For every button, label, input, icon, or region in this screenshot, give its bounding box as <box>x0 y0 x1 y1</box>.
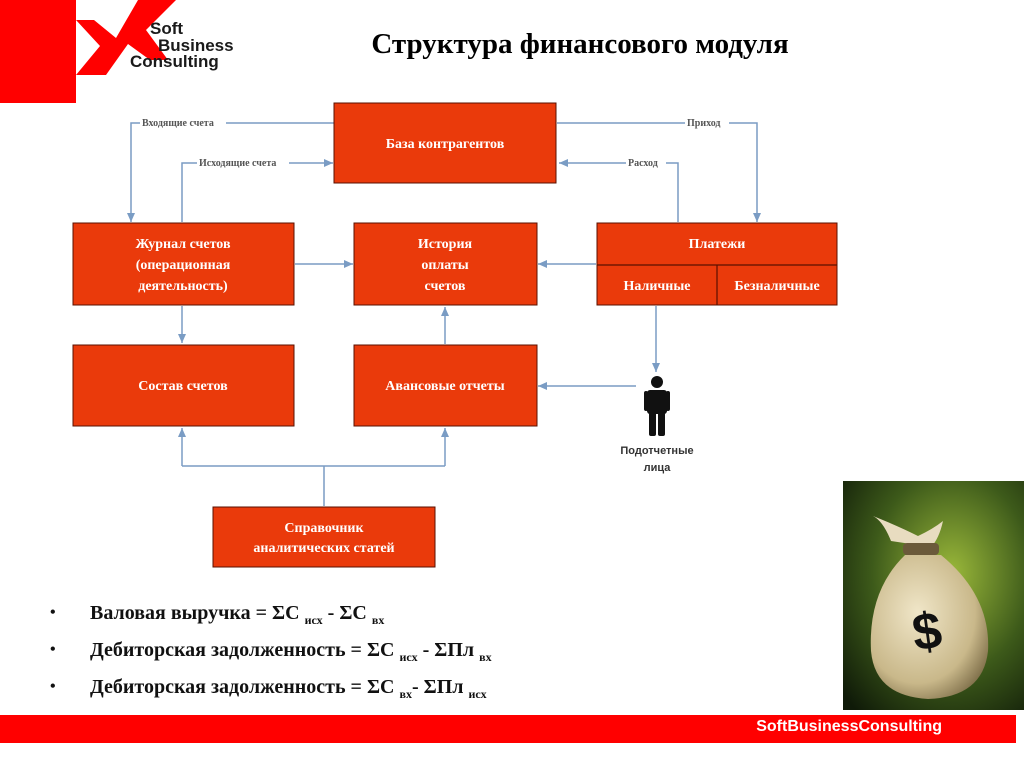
node-label-noncash: Безналичные <box>734 279 819 294</box>
formula-sub: вх <box>399 687 412 701</box>
edge-label-expense: Расход <box>628 158 658 169</box>
node-label-advance: Авансовые отчеты <box>385 379 504 394</box>
formula-text: Валовая выручка = ΣС <box>90 602 305 624</box>
node-label-reference-2: аналитических статей <box>253 541 394 556</box>
logo-text-soft: Soft <box>150 19 184 38</box>
logo-arrow-icon <box>76 0 176 75</box>
edge-income <box>557 122 761 222</box>
edge-label-income: Приход <box>687 118 721 129</box>
node-label-journal-1: Журнал счетов <box>135 237 230 252</box>
bullet-icon: • <box>50 678 56 695</box>
edge-expense <box>559 159 679 222</box>
node-label-history-1: История <box>418 237 473 252</box>
node-label-cash: Наличные <box>623 279 690 294</box>
formula-text: - ΣПл <box>417 639 480 661</box>
finance-module-diagram: Входящие счета Исходящие счета Приход Ра… <box>72 102 838 568</box>
formula-item: • Дебиторская задолженность = ΣС исх - Σ… <box>50 635 750 672</box>
formula-item: • Дебиторская задолженность = ΣС вх- ΣПл… <box>50 672 750 709</box>
formula-item: • Валовая выручка = ΣС исх - ΣС вх <box>50 598 750 635</box>
formula-sub: исх <box>304 613 323 627</box>
node-analytics-reference <box>212 506 436 568</box>
formula-sub: исх <box>468 687 487 701</box>
footer-brand: SoftBusinessConsulting <box>756 718 942 735</box>
edge-reference-bus <box>182 465 445 506</box>
node-label-payments: Платежи <box>689 237 746 252</box>
money-bag-icon: $ <box>843 481 1024 710</box>
formula-list: • Валовая выручка = ΣС исх - ΣС вх • Деб… <box>50 598 750 709</box>
node-label-accountable-2: лица <box>644 462 672 474</box>
node-advance-reports <box>353 344 538 427</box>
node-label-history-3: счетов <box>425 279 466 294</box>
footer-bar: SoftBusinessConsulting <box>0 715 1016 743</box>
money-bag-image: $ <box>843 481 1024 710</box>
node-label-composition: Состав счетов <box>138 379 228 394</box>
person-icon <box>644 376 670 436</box>
company-logo: Soft Business Consulting <box>76 0 246 75</box>
node-invoice-composition <box>72 344 295 427</box>
node-label-base: База контрагентов <box>386 137 505 152</box>
edge-label-outgoing: Исходящие счета <box>199 158 276 169</box>
node-label-history-2: оплаты <box>421 258 468 273</box>
formula-text: - ΣПл <box>411 676 469 698</box>
node-label-journal-3: деятельность) <box>138 279 228 294</box>
bullet-icon: • <box>50 641 56 658</box>
logo-red-block <box>0 0 76 103</box>
node-label-accountable-1: Подотчетные <box>620 445 693 457</box>
formula-text: - ΣС <box>322 602 372 624</box>
formula-sub: вх <box>371 613 385 627</box>
formula-text: Дебиторская задолженность = ΣС <box>90 676 400 698</box>
node-counterparty-base <box>333 102 557 184</box>
formula-sub: исх <box>399 650 418 664</box>
edge-outgoing-invoices <box>181 159 333 222</box>
edge-label-incoming: Входящие счета <box>142 118 214 129</box>
logo-text-business: Business <box>158 36 234 55</box>
node-label-journal-2: (операционная <box>136 258 231 273</box>
page-title: Структура финансового модуля <box>371 28 789 60</box>
node-invoice-journal <box>72 222 295 306</box>
formula-sub: вх <box>479 650 492 664</box>
node-payment-history <box>353 222 538 306</box>
edge-incoming-invoices <box>127 122 334 222</box>
node-label-reference-1: Справочник <box>284 521 364 536</box>
formula-text: Дебиторская задолженность = ΣС <box>90 639 400 661</box>
logo-text-consulting: Consulting <box>130 52 219 71</box>
bullet-icon: • <box>50 604 56 621</box>
